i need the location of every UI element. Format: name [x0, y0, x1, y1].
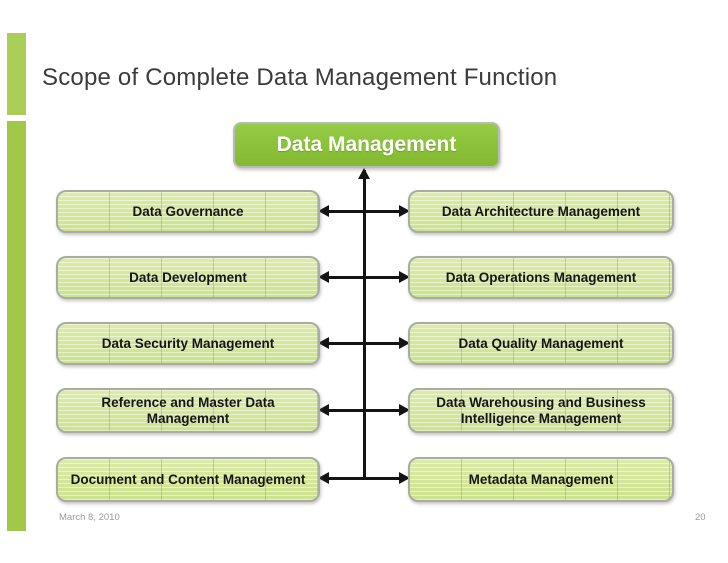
box-data-security-management: Data Security Management: [56, 322, 320, 365]
double-arrow-row-1-icon: [318, 204, 410, 217]
double-arrow-row-4-icon: [318, 403, 410, 416]
box-data-warehousing-bi-management: Data Warehousing and Business Intelligen…: [408, 388, 674, 433]
box-metadata-management: Metadata Management: [408, 457, 674, 502]
double-arrow-row-2-icon: [318, 270, 410, 283]
footer-date: March 8, 2010: [59, 512, 120, 523]
accent-bar-top-segment: [7, 33, 26, 115]
box-data-development: Data Development: [56, 256, 320, 299]
connector-vertical-line: [363, 170, 366, 479]
diagram-root-box-data-management: Data Management: [233, 122, 500, 168]
box-reference-and-master-data-management: Reference and Master Data Management: [56, 388, 320, 433]
double-arrow-row-5-icon: [318, 471, 410, 484]
box-data-architecture-management: Data Architecture Management: [408, 190, 674, 233]
double-arrow-row-3-icon: [318, 336, 410, 349]
footer-page-number: 20: [695, 512, 706, 523]
box-data-governance: Data Governance: [56, 190, 320, 233]
box-document-and-content-management: Document and Content Management: [56, 457, 320, 502]
connector-up-arrowhead-icon: [358, 168, 370, 179]
accent-bar-bottom-segment: [7, 121, 26, 531]
box-data-operations-management: Data Operations Management: [408, 256, 674, 299]
box-data-quality-management: Data Quality Management: [408, 322, 674, 365]
slide-title: Scope of Complete Data Management Functi…: [42, 64, 558, 91]
